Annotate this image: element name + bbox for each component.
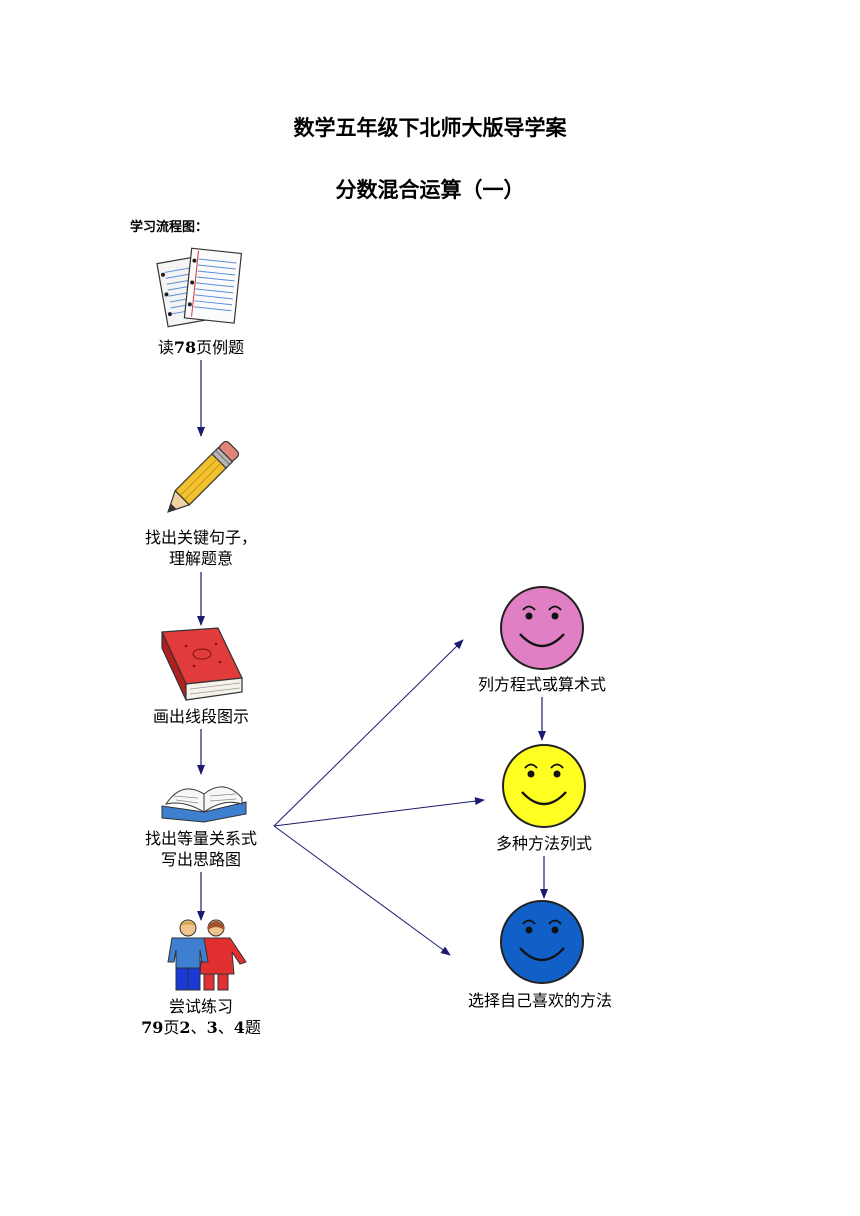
step5-part-4: 3 [206, 1018, 218, 1037]
two-people-icon [167, 919, 247, 991]
page-title: 数学五年级下北师大版导学案 [293, 116, 567, 140]
yellow-smiley-icon [502, 744, 586, 828]
step4-text-line1: 找出等量关系式 [144, 829, 257, 848]
step5-part-5: 、 [217, 1018, 234, 1037]
blue-smiley-icon [500, 900, 584, 984]
arrow-to-branch1 [273, 639, 464, 827]
step5-part-0: 79 [141, 1018, 164, 1037]
branch3-text: 选择自己喜欢的方法 [467, 991, 612, 1010]
step5-label: 尝试练习 79页2、3、4题 [110, 996, 292, 1038]
blue-smiley-face [500, 900, 584, 984]
step1-text-post: 页例题 [196, 338, 245, 357]
branch1-text: 列方程式或算术式 [477, 675, 606, 694]
branch2-text: 多种方法列式 [495, 834, 592, 853]
yellow-smiley-face [502, 744, 586, 828]
step5-part-2: 2 [179, 1018, 191, 1037]
papers-icon [156, 247, 243, 328]
branch2-label: 多种方法列式 [444, 833, 644, 854]
step4-text-line2: 写出思路图 [160, 850, 241, 869]
step5-part-1: 页 [163, 1018, 180, 1037]
open-book-icon [161, 786, 247, 823]
step1-text-pre: 读 [157, 338, 174, 357]
pink-smiley-icon [500, 586, 584, 670]
step2-text-line2: 理解题意 [168, 549, 233, 568]
branch1-label: 列方程式或算术式 [442, 674, 642, 695]
pink-smiley-face [500, 586, 584, 670]
arrow-to-branch2 [273, 797, 485, 827]
step5-text-line1: 尝试练习 [168, 997, 233, 1016]
step2-label: 找出关键句子， 理解题意 [110, 527, 292, 569]
step3-text-line1: 画出线段图示 [152, 707, 249, 726]
step5-part-6: 4 [233, 1018, 245, 1037]
red-book-icon [161, 627, 243, 701]
step4-label: 找出等量关系式 写出思路图 [110, 828, 292, 870]
step1-text-num: 78 [173, 338, 197, 357]
step3-label: 画出线段图示 [120, 706, 282, 727]
page-subtitle: 分数混合运算（一） [335, 178, 525, 202]
step5-part-7: 题 [244, 1018, 261, 1037]
flow-label: 学习流程图： [130, 220, 209, 235]
branch3-label: 选择自己喜欢的方法 [430, 990, 650, 1011]
step2-text-line1: 找出关键句子， [144, 528, 257, 547]
step5-text-line2: 79页2、3、4题 [110, 1017, 292, 1038]
step1-label: 读78页例题 [120, 337, 282, 358]
pencil-icon [167, 440, 240, 513]
arrow-to-branch3 [273, 825, 451, 956]
step5-part-3: 、 [190, 1018, 207, 1037]
